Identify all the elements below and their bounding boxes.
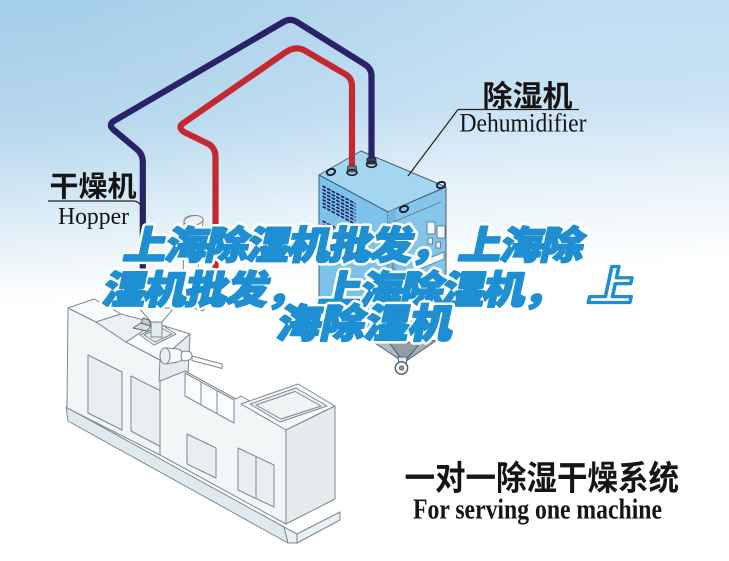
svg-text:For serving one machine: For serving one machine — [413, 494, 662, 526]
svg-text:Dehumidifier: Dehumidifier — [460, 109, 587, 138]
svg-text:Hopper: Hopper — [58, 204, 129, 230]
